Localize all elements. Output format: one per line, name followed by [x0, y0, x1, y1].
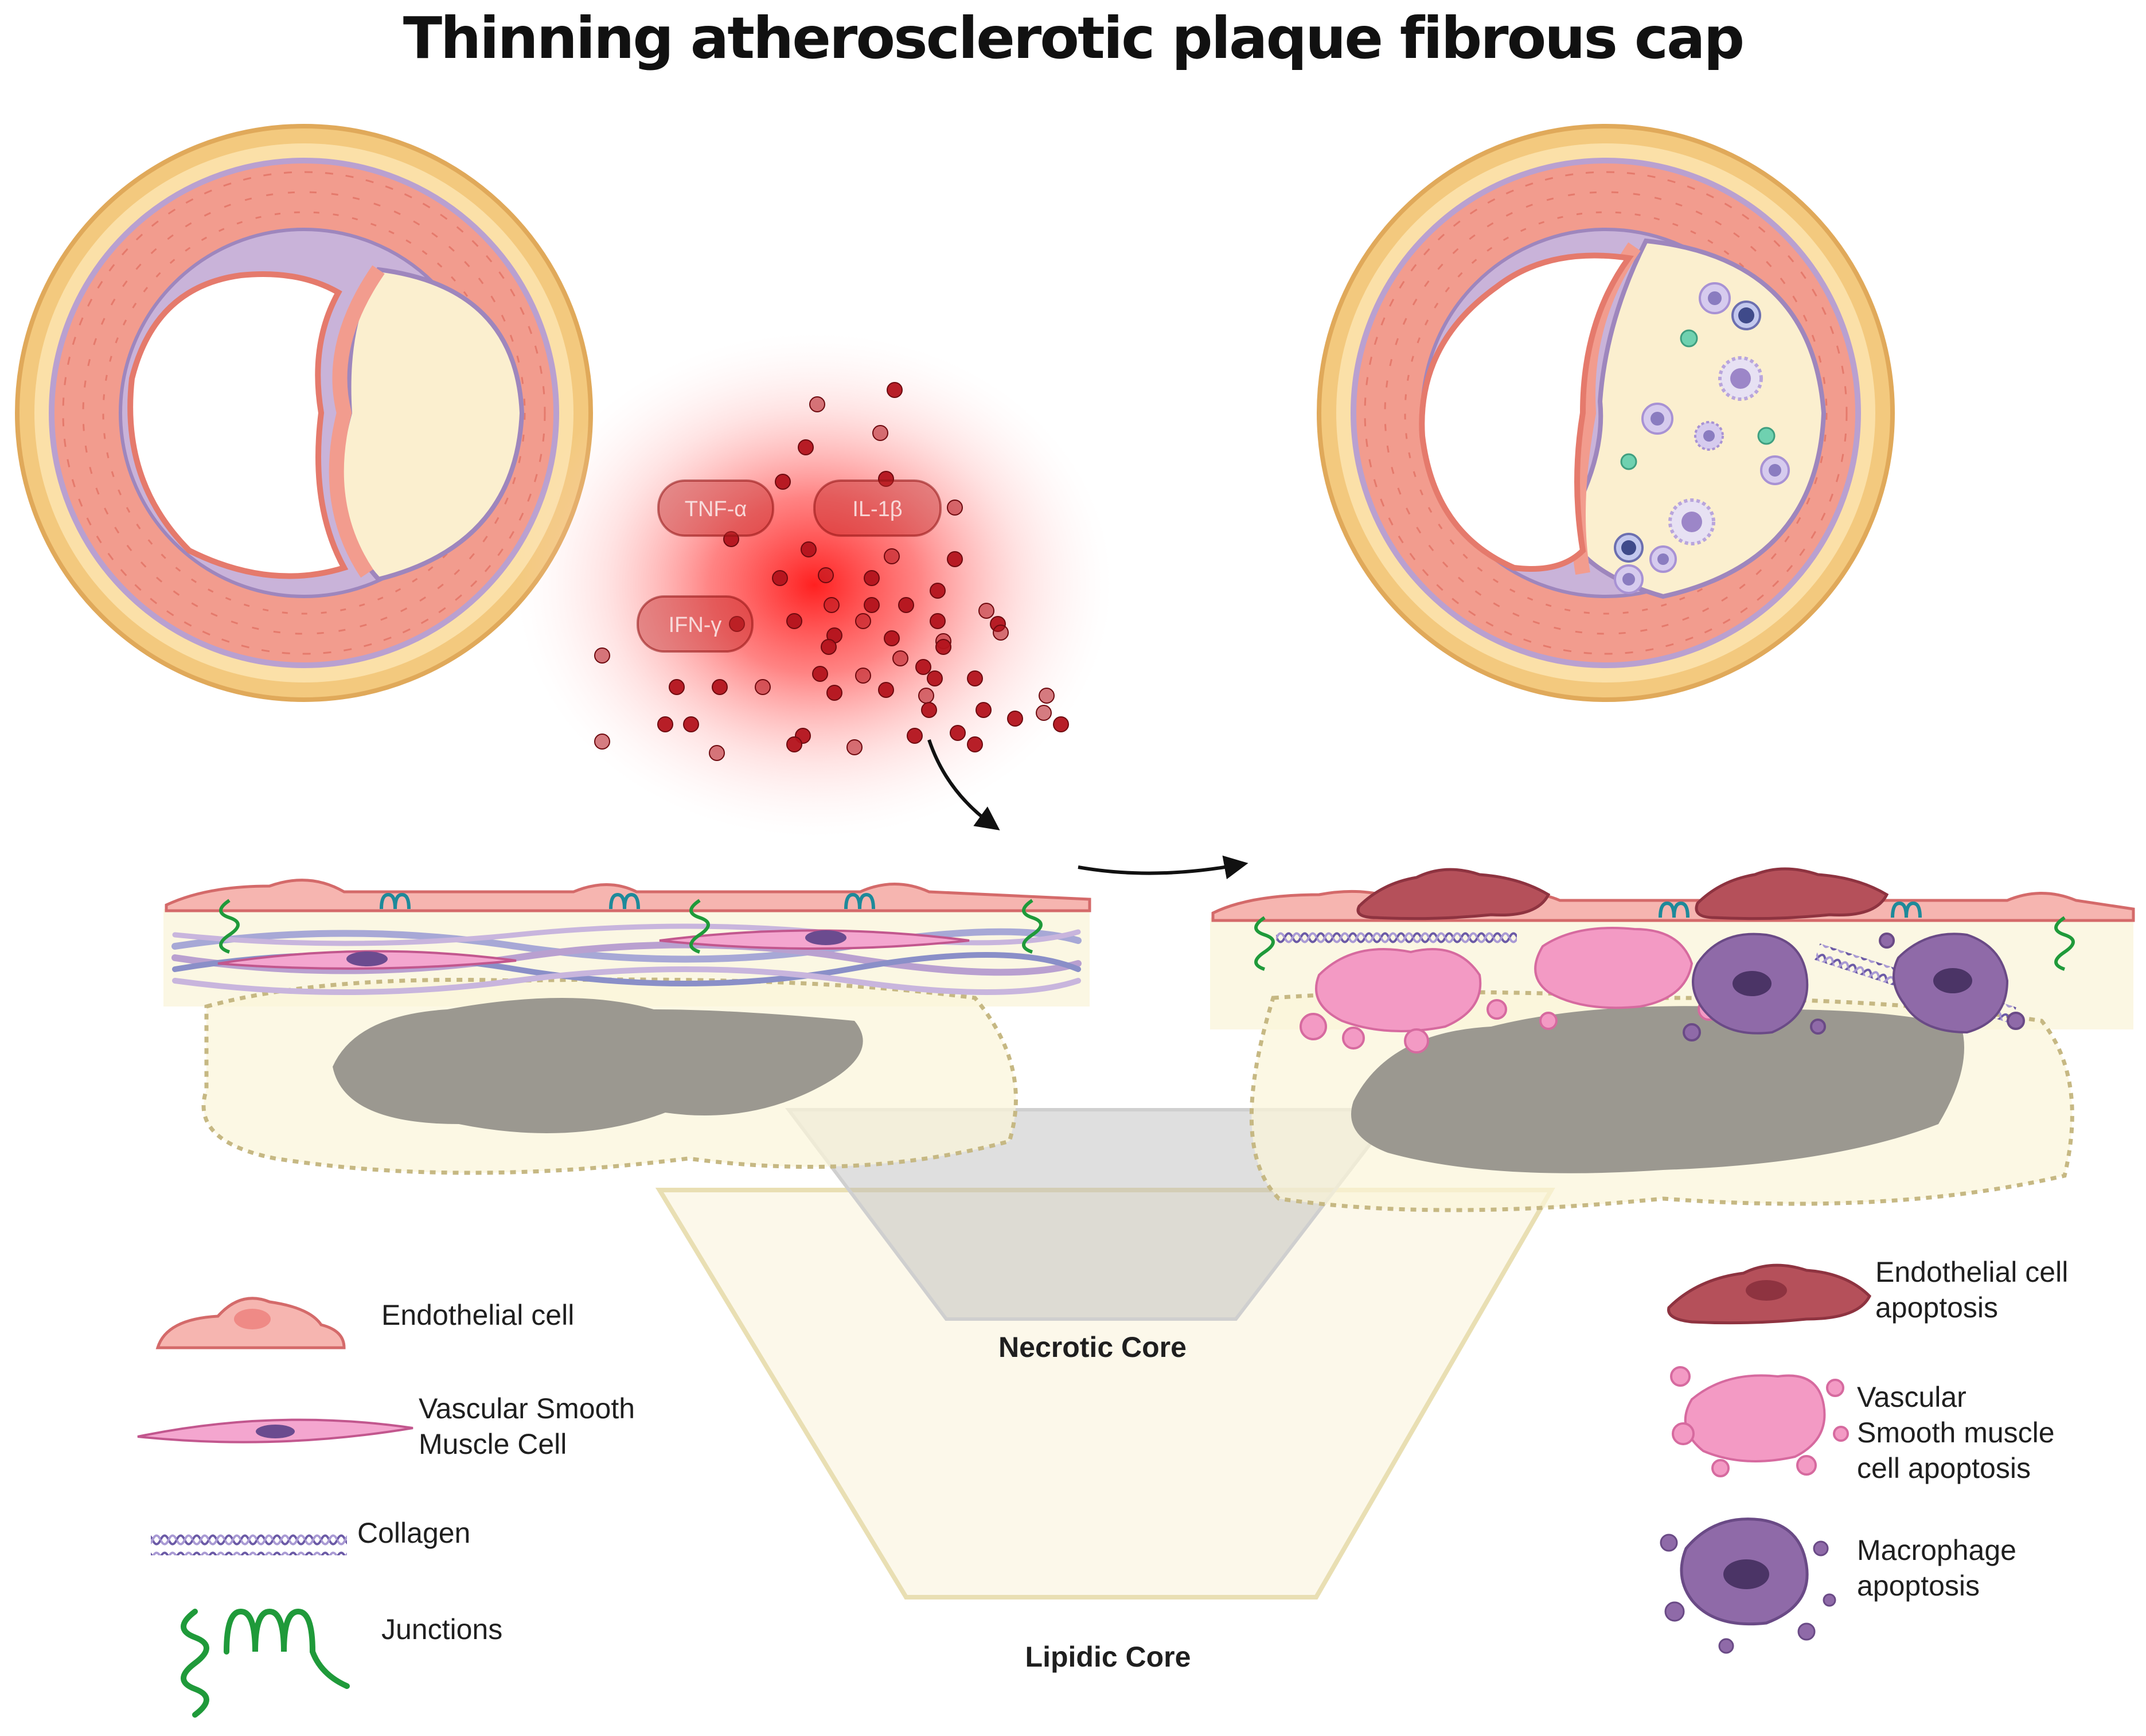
collagen-icon — [151, 1532, 347, 1555]
legend-macrophage-apoptosis-label: Macrophage apoptosis — [1857, 1534, 2016, 1602]
cytokine-particle — [786, 736, 802, 752]
cytokine-particle — [947, 500, 963, 516]
cytokine-particle — [947, 551, 963, 567]
cytokine-particle — [775, 474, 791, 490]
cytokine-particle — [826, 685, 842, 701]
cytokine-particle — [907, 728, 923, 744]
cytokine-particles — [594, 382, 1069, 761]
lipidic-core-label: Lipidic Core — [1025, 1641, 1191, 1673]
endothelial-cell-icon — [155, 1297, 346, 1349]
cytokine-particle — [712, 679, 728, 695]
cytokine-label-ifn: IFN-γ — [637, 595, 754, 653]
legend-vsmc-label: Vascular Smooth Muscle Cell — [419, 1392, 635, 1460]
cytokine-particle — [657, 716, 673, 732]
page-title: Thinning atherosclerotic plaque fibrous … — [403, 5, 1745, 72]
cytokine-particle — [884, 630, 900, 646]
vessel-cross-section-left — [15, 124, 593, 702]
cytokine-particle — [993, 625, 1009, 641]
fibrous-cap-left — [163, 879, 1091, 1175]
cytokine-particle — [729, 616, 745, 632]
arrow-down-icon — [927, 739, 1000, 830]
cytokine-particle — [921, 702, 937, 718]
cytokine-particle — [967, 670, 983, 686]
cytokine-particle — [864, 570, 880, 586]
cytokine-particle — [872, 425, 888, 441]
cytokine-particle — [824, 597, 840, 613]
cytokine-label-tnf: TNF-α — [657, 479, 774, 537]
vessel-cross-section-right — [1317, 124, 1895, 702]
junction-icon — [181, 1608, 350, 1718]
cytokine-particle — [801, 541, 817, 557]
cytokine-particle — [786, 613, 802, 629]
macrophage-apoptosis-icon — [1660, 1517, 1836, 1654]
cytokine-ifn-label: IFN-γ — [669, 613, 722, 637]
cytokine-particle — [864, 597, 880, 613]
cytokine-particle — [878, 682, 894, 698]
legend-collagen-label: Collagen — [357, 1517, 471, 1549]
cytokine-particle — [878, 471, 894, 487]
cytokine-particle — [812, 666, 828, 682]
endothelial-apoptosis-icon — [1667, 1263, 1872, 1325]
cytokine-particle — [884, 548, 900, 564]
cytokine-particle — [935, 639, 951, 655]
cytokine-particle — [918, 688, 934, 704]
cytokine-cloud: TNF-α IL-1β IFN-γ — [516, 333, 1113, 837]
vsmc-apoptosis-icon — [1670, 1366, 1849, 1477]
cytokine-tnf-label: TNF-α — [685, 497, 747, 521]
cytokine-particle — [594, 734, 610, 750]
cytokine-particle — [967, 736, 983, 752]
cytokine-particle — [594, 647, 610, 664]
cytokine-particle — [887, 382, 903, 398]
cytokine-particle — [950, 725, 966, 741]
cytokine-particle — [798, 439, 814, 455]
cytokine-particle — [898, 597, 914, 613]
cytokine-il1b-label: IL-1β — [852, 497, 902, 521]
cytokine-particle — [669, 679, 685, 695]
cytokine-particle — [1036, 705, 1052, 721]
cytokine-particle — [772, 570, 788, 586]
cytokine-particle — [846, 739, 863, 755]
cytokine-particle — [976, 702, 992, 718]
cytokine-particle — [683, 716, 699, 732]
necrotic-core-shape — [785, 1108, 1400, 1321]
cytokine-particle — [818, 567, 834, 583]
legend-endothelial-apoptosis-label: Endothelial cell apoptosis — [1875, 1256, 2069, 1324]
cytokine-particle — [930, 613, 946, 629]
cytokine-particle — [1039, 688, 1055, 704]
cytokine-label-il1b: IL-1β — [813, 479, 942, 537]
cytokine-particle — [915, 659, 931, 675]
arrow-right-icon — [1078, 855, 1248, 880]
cytokine-particle — [930, 583, 946, 599]
cytokine-particle — [1007, 711, 1023, 727]
cytokine-particle — [892, 650, 908, 666]
cytokine-particle — [927, 670, 943, 686]
legend-vsmc-apoptosis-label: Vascular Smooth muscle cell apoptosis — [1857, 1381, 2055, 1484]
lipidic-core-shape — [655, 1188, 1555, 1600]
cytokine-particle — [855, 668, 871, 684]
cytokine-particle — [755, 679, 771, 695]
cytokine-particle — [1053, 716, 1069, 732]
cytokine-particle — [709, 745, 725, 761]
smooth-muscle-cell-icon — [137, 1418, 413, 1444]
cytokine-particle — [978, 603, 994, 619]
necrotic-core-label: Necrotic Core — [998, 1331, 1187, 1363]
legend-junctions-label: Junctions — [381, 1613, 503, 1645]
cytokine-particle — [855, 613, 871, 629]
fibrous-cap-right — [1210, 867, 2135, 1212]
cytokine-particle — [821, 639, 837, 655]
legend-endothelial-label: Endothelial cell — [381, 1299, 575, 1331]
cytokine-particle — [809, 396, 825, 412]
